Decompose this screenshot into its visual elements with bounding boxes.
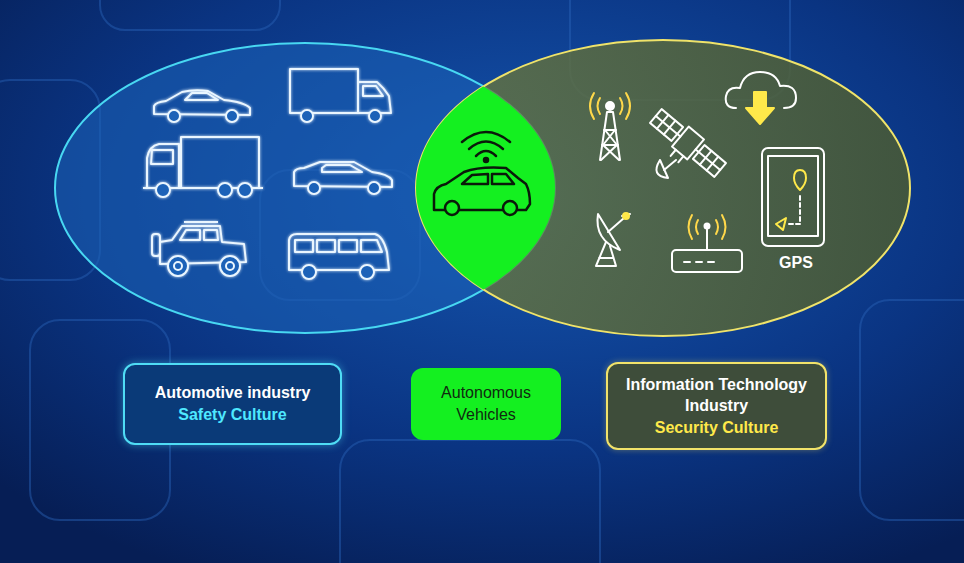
node-subtitle: Safety Culture xyxy=(178,404,286,426)
it-icons xyxy=(590,72,824,272)
cell-tower-icon xyxy=(600,102,620,160)
it-ellipse xyxy=(416,40,910,336)
node-heading: Information Technology Industry xyxy=(618,374,815,417)
large-truck-icon xyxy=(143,137,263,197)
van-icon xyxy=(289,234,389,279)
satellite-icon xyxy=(642,106,728,186)
node-subtitle: Security Culture xyxy=(655,417,779,439)
icon-label: GPS xyxy=(779,254,813,272)
autonomous-car-icon xyxy=(434,132,530,215)
satellite-dish-icon xyxy=(596,213,630,266)
automotive-box: Automotive industrySafety Culture xyxy=(123,363,342,445)
node-heading: Automotive industry xyxy=(155,382,311,404)
sedan-icon xyxy=(154,90,250,122)
it-industry-box: Information Technology IndustrySecurity … xyxy=(606,362,827,450)
overlap-lens xyxy=(416,40,910,336)
autonomous-box: Autonomous Vehicles xyxy=(411,368,561,440)
hatchback-icon xyxy=(294,162,392,194)
box-truck-icon xyxy=(290,69,391,122)
vehicle-icons xyxy=(143,69,392,279)
jeep-icon xyxy=(152,222,246,276)
node-heading: Autonomous Vehicles xyxy=(423,382,549,425)
router-icon xyxy=(672,215,742,272)
satellite-dish-small xyxy=(656,160,676,178)
cloud-download-icon xyxy=(726,72,796,124)
smartphone-gps-icon xyxy=(762,148,824,246)
signal-waves xyxy=(590,93,630,119)
